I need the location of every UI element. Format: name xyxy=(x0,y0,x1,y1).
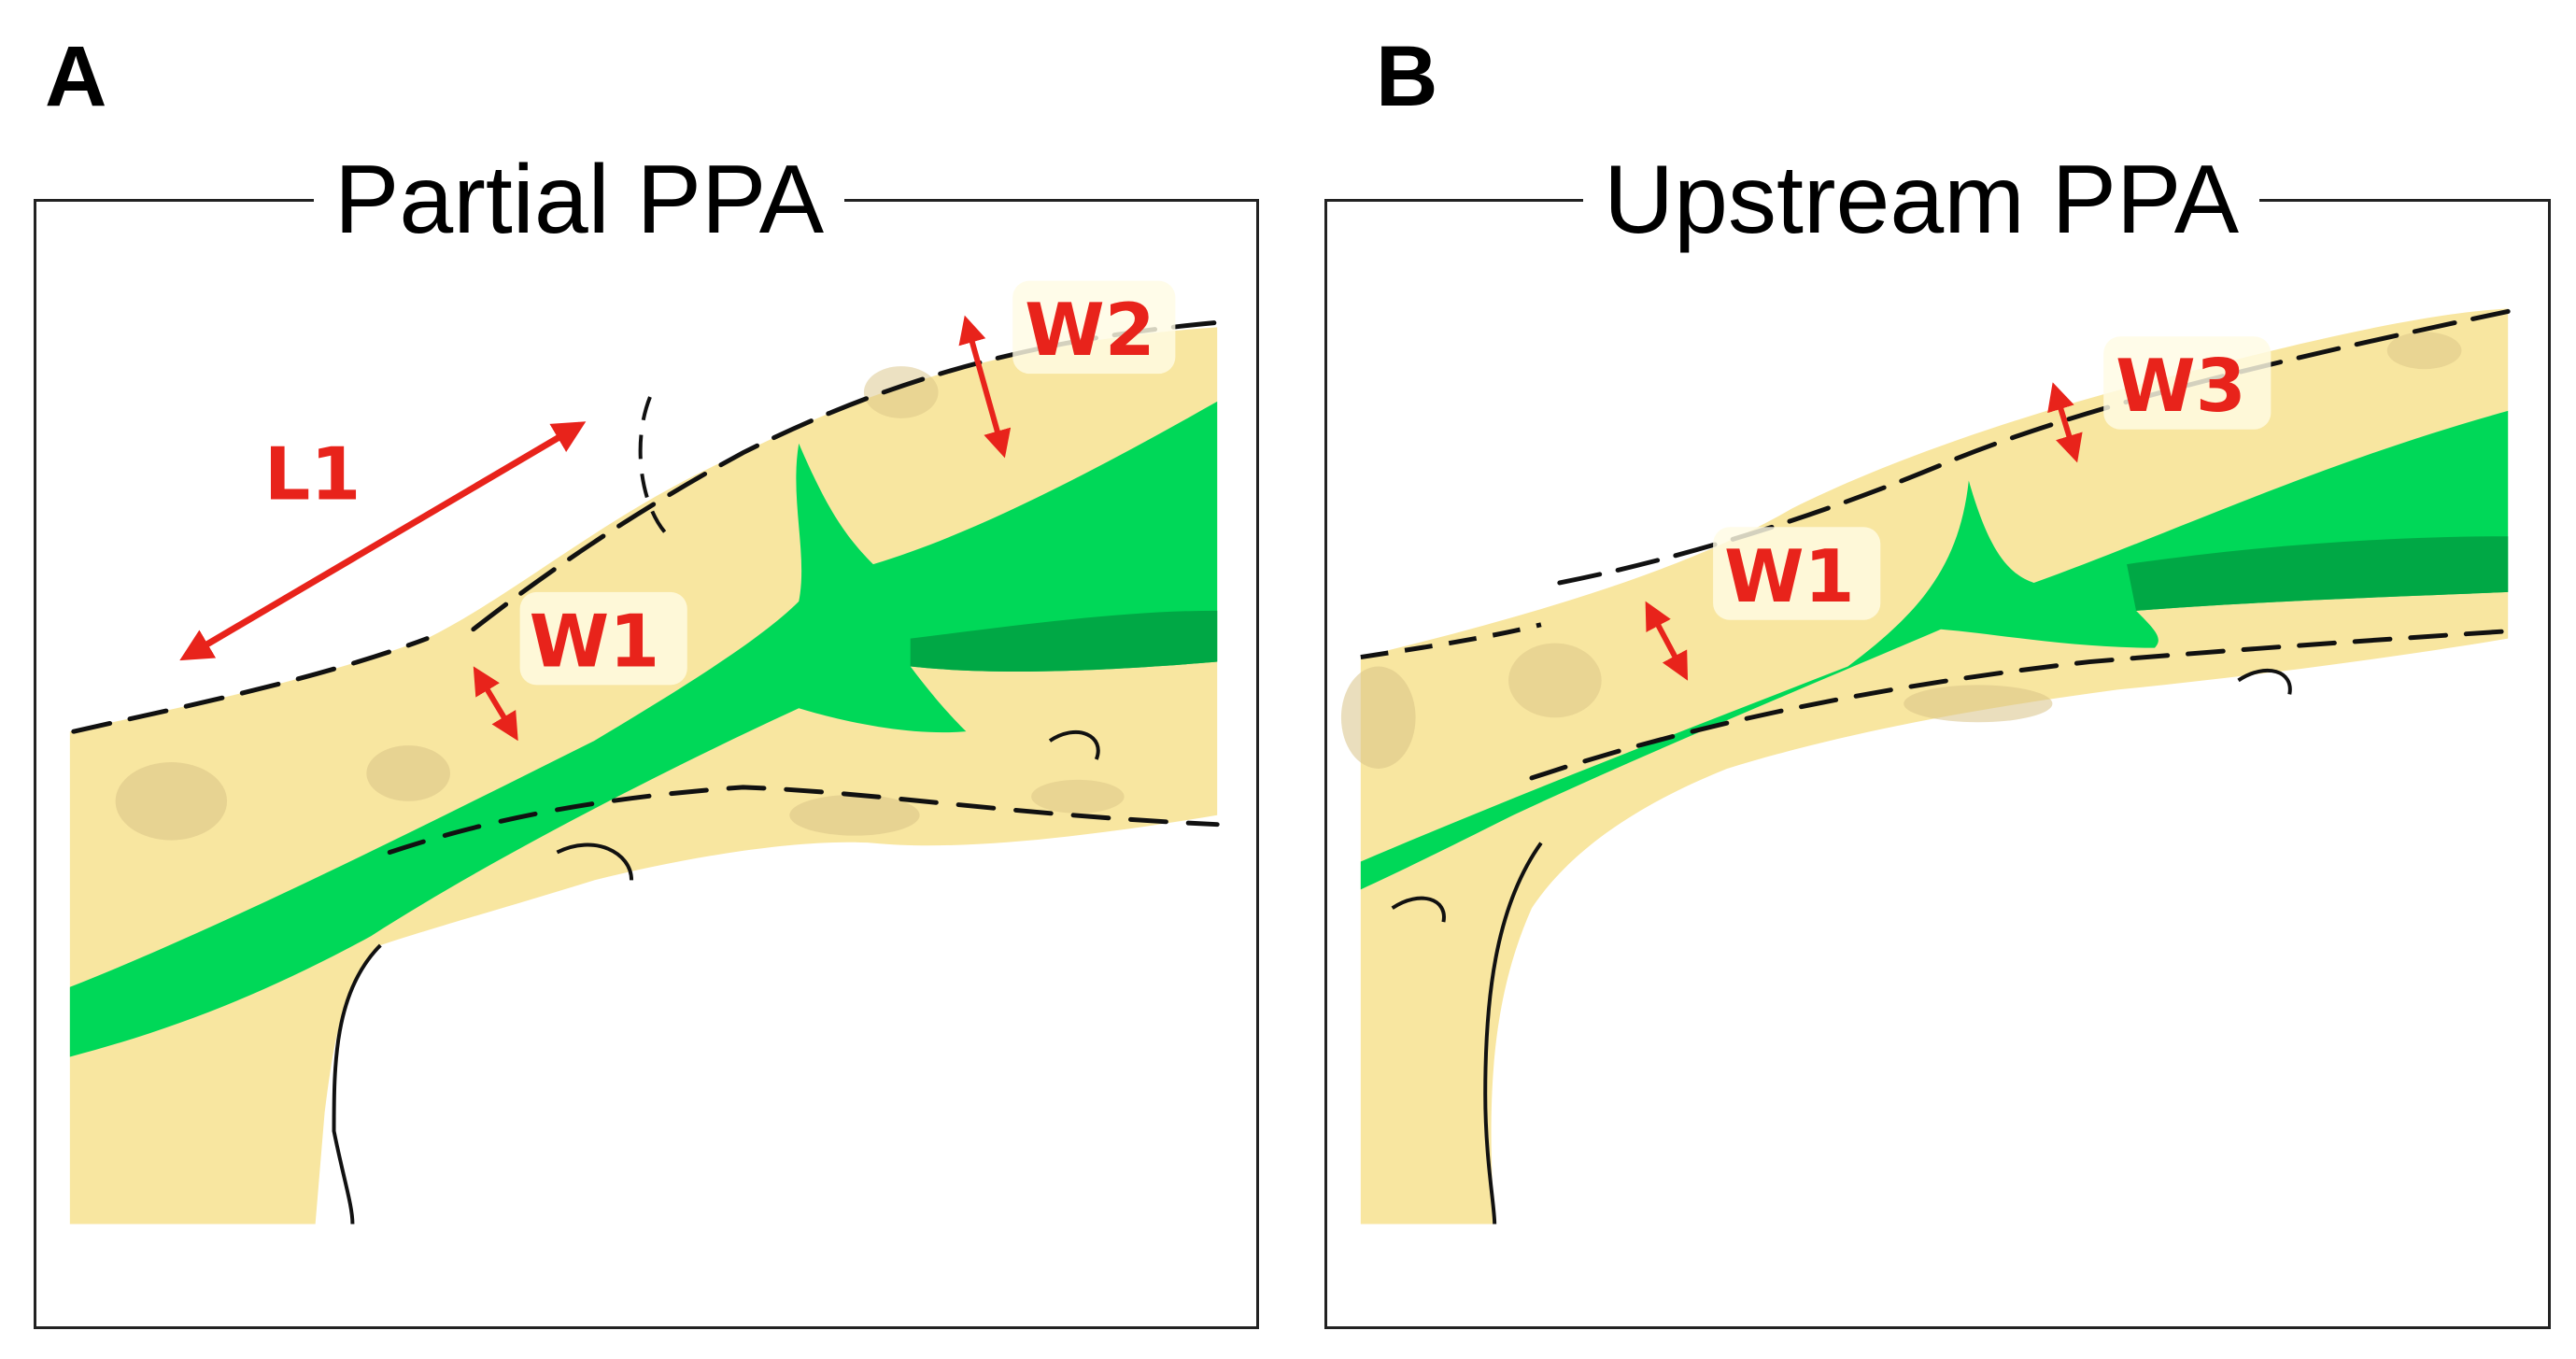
label-l1: L1 xyxy=(264,432,361,517)
panel-a-title: Partial PPA xyxy=(314,151,845,248)
tissue-outline xyxy=(1391,896,1446,923)
panel-b-letter: B xyxy=(1376,29,1438,124)
vessel xyxy=(69,401,1218,1057)
tissue-shadow xyxy=(1904,685,2053,723)
tissue-shadow xyxy=(366,745,450,801)
w1-arrow xyxy=(1645,601,1689,681)
vessel xyxy=(1360,410,2509,890)
tissue-shadow xyxy=(863,366,939,418)
panel-a-frame: L1 W1 W2 xyxy=(34,199,1259,1329)
panel-a-letter: A xyxy=(45,29,107,124)
tissue-shadow xyxy=(115,762,228,841)
l1-arrow xyxy=(179,421,587,661)
tissue-shadow xyxy=(789,794,920,836)
tissue-outline xyxy=(556,842,634,881)
tissue-outline xyxy=(332,943,382,1225)
tissue-shadow xyxy=(2386,332,2462,370)
panel-a-illustration: L1 W1 W2 xyxy=(69,280,1220,1225)
label-w1: W1 xyxy=(530,601,660,685)
label-w3: W3 xyxy=(2116,345,2246,429)
tissue-region xyxy=(1360,308,2509,1225)
tissue-outline xyxy=(1557,308,2511,586)
vessel-core xyxy=(910,610,1218,672)
w3-arrow xyxy=(2047,382,2083,463)
vessel-core xyxy=(2127,536,2509,611)
tissue-shadow xyxy=(1031,779,1125,814)
w2-arrow xyxy=(958,315,1012,459)
tissue-outline xyxy=(1483,842,1543,1225)
tissue-shadow xyxy=(1340,666,1416,769)
panel-b-title: Upstream PPA xyxy=(1583,151,2260,248)
panel-b-frame: W1 W3 xyxy=(1324,199,2551,1329)
tissue-shadow xyxy=(1508,643,1602,718)
tissue-outline xyxy=(1048,729,1100,760)
panel-b-illustration: W1 W3 xyxy=(1340,308,2511,1225)
w1-arrow xyxy=(473,666,518,742)
tissue-outline xyxy=(638,396,671,538)
tissue-outline xyxy=(1529,629,2511,781)
tissue-outline xyxy=(387,785,1220,856)
label-w1: W1 xyxy=(1724,535,1855,619)
tissue-outline xyxy=(1360,622,1542,660)
label-w2: W2 xyxy=(1025,289,1155,373)
tissue-outline xyxy=(2237,668,2292,695)
